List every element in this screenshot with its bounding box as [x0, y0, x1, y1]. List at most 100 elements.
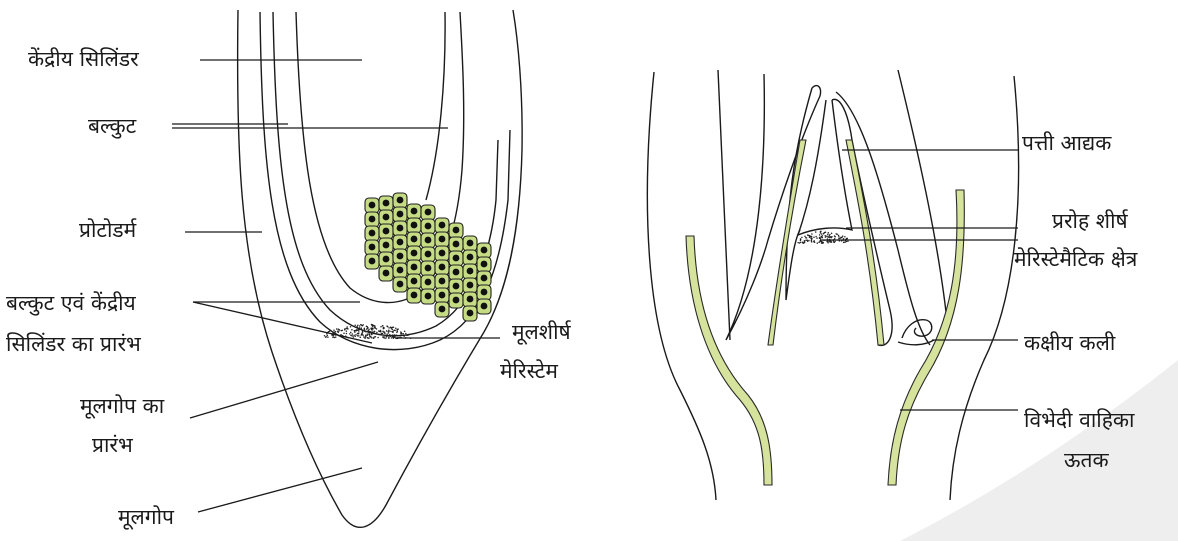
stipple-dot: [843, 242, 845, 244]
stipple-dot: [392, 328, 394, 330]
label-meristematic-zone: मेरिस्टेमैटिक क्षेत्र: [1014, 247, 1138, 271]
stipple-dot: [338, 328, 340, 330]
cell-nucleus: [467, 240, 474, 247]
stipple-dot: [820, 232, 822, 234]
stipple-dot: [338, 330, 340, 332]
stipple-dot: [806, 239, 808, 241]
cell-nucleus: [411, 250, 418, 257]
cell-nucleus: [383, 270, 390, 277]
cell-nucleus: [383, 214, 390, 221]
stipple-dot: [402, 333, 404, 335]
cell-nucleus: [425, 251, 432, 258]
label-origin-line2: सिलिंडर का प्रारंभ: [6, 332, 142, 356]
stipple-dot: [371, 325, 373, 327]
cell-nucleus: [453, 227, 460, 234]
stipple-dot: [376, 333, 378, 335]
stipple-dot: [362, 330, 364, 332]
label-vascular-line2: ऊतक: [1064, 448, 1109, 472]
cell-nucleus: [383, 228, 390, 235]
stipple-dot: [822, 237, 824, 239]
stipple-dot: [327, 336, 329, 338]
stipple-dot: [823, 233, 825, 235]
stipple-dot: [391, 335, 393, 337]
stipple-dot: [831, 232, 833, 234]
stipple-dot: [354, 331, 356, 333]
stipple-dot: [360, 327, 362, 329]
cell-nucleus: [369, 230, 376, 237]
stipple-dot: [368, 332, 370, 334]
stipple-dot: [371, 337, 373, 339]
stipple-dot: [365, 334, 367, 336]
stipple-dot: [343, 332, 345, 334]
stipple-dot: [827, 234, 829, 236]
stipple-dot: [827, 241, 829, 243]
stipple-dot: [356, 326, 358, 328]
stipple-dot: [816, 237, 818, 239]
cell-nucleus: [383, 242, 390, 249]
cell-nucleus: [397, 225, 404, 232]
stipple-dot: [362, 334, 364, 336]
stipple-dot: [332, 336, 334, 338]
stipple-dot: [354, 324, 356, 326]
stipple-dot: [841, 237, 843, 239]
stipple-dot: [325, 336, 327, 338]
stipple-dot: [355, 334, 357, 336]
stipple-dot: [813, 241, 815, 243]
stipple-dot: [834, 241, 836, 243]
stipple-dot: [405, 333, 407, 335]
stipple-dot: [829, 237, 831, 239]
stipple-dot: [364, 330, 366, 332]
stipple-dot: [809, 237, 811, 239]
stipple-dot: [368, 337, 370, 339]
stipple-dot: [823, 242, 825, 244]
label-axillary-bud: कक्षीय कली: [1024, 331, 1116, 355]
stipple-dot: [329, 331, 331, 333]
label-shoot-apex: प्ररोह शीर्ष: [1052, 209, 1129, 233]
stipple-dot: [820, 231, 822, 233]
stipple-dot: [353, 336, 355, 338]
stipple-dot: [828, 236, 830, 238]
stipple-dot: [815, 231, 817, 233]
label-root-cap-origin-line1: मूलगोप का: [80, 394, 165, 419]
stipple-dot: [371, 334, 373, 336]
stipple-dot: [808, 240, 810, 242]
stipple-dot: [822, 235, 824, 237]
stipple-dot: [346, 328, 348, 330]
stipple-dot: [335, 331, 337, 333]
stem-outline-right: [950, 76, 1019, 500]
leader-root-cap: [198, 468, 362, 512]
label-central-cylinder: केंद्रीय सिलिंडर: [28, 47, 139, 71]
stipple-dot: [811, 236, 813, 238]
stipple-dot: [826, 235, 828, 237]
stipple-dot: [820, 236, 822, 238]
stipple-dot: [835, 233, 837, 235]
central-cylinder-line: [426, 12, 445, 200]
stipple-dot: [376, 332, 378, 334]
stipple-dot: [389, 334, 391, 336]
stipple-dot: [819, 237, 821, 239]
stipple-dot: [825, 232, 827, 234]
stipple-dot: [363, 336, 365, 338]
stipple-dot: [361, 333, 363, 335]
stipple-dot: [367, 333, 369, 335]
stipple-dot: [327, 335, 329, 337]
label-cortex: बल्कुट: [88, 114, 137, 139]
stipple-dot: [383, 327, 385, 329]
stipple-dot: [804, 235, 806, 237]
cell-nucleus: [383, 256, 390, 263]
cell-nucleus: [411, 208, 418, 215]
stipple-dot: [369, 331, 371, 333]
stipple-dot: [842, 235, 844, 237]
stipple-dot: [362, 324, 364, 326]
stipple-dot: [377, 337, 379, 339]
cell-nucleus: [467, 282, 474, 289]
stipple-dot: [803, 242, 805, 244]
cell-nucleus: [369, 202, 376, 209]
stipple-dot: [801, 237, 803, 239]
stipple-dot: [847, 238, 849, 240]
stipple-dot: [354, 330, 356, 332]
stipple-dot: [800, 241, 802, 243]
stipple-dot: [346, 326, 348, 328]
stipple-dot: [811, 238, 813, 240]
